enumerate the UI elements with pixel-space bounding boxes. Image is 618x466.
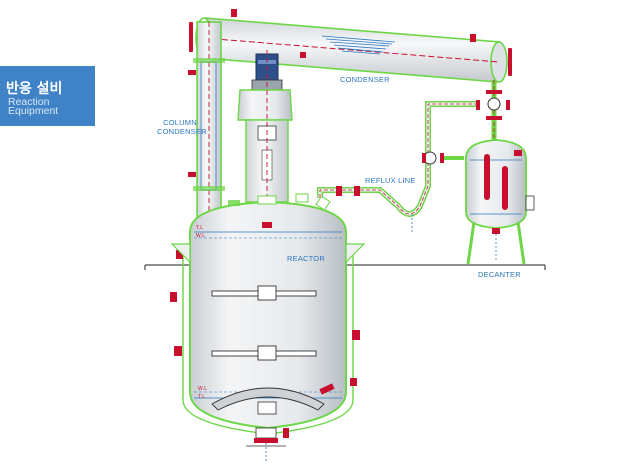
reactor-vessel [170, 193, 366, 462]
badge-subtitle: Reaction Equipment [8, 96, 59, 117]
reactor-side-flanges [170, 222, 360, 386]
reflux-line-pipe [317, 101, 478, 234]
label-reactor: REACTOR [287, 254, 325, 263]
decanter-vessel [465, 139, 535, 265]
impeller-upper [211, 285, 317, 301]
impeller-lower [211, 345, 317, 361]
column-condenser [188, 21, 225, 219]
agitator-drive [237, 50, 293, 400]
label-wl-top: W.L [196, 233, 206, 239]
label-tl-top: T.L [196, 225, 204, 231]
label-condenser: CONDENSER [340, 75, 390, 84]
label-tl-bottom: T.L [198, 394, 206, 400]
horizontal-condenser [189, 9, 512, 83]
section-badge: 반응 설비 Reaction Equipment [0, 66, 95, 126]
label-column-condenser: COLUMN CONDENSER [157, 118, 207, 136]
label-wl-bottom: W.L [198, 386, 208, 392]
label-reflux-line: REFLUX LINE [365, 176, 416, 185]
condenser-baffles [321, 35, 396, 55]
label-decanter: DECANTER [478, 270, 521, 279]
condenser-flanges [189, 9, 512, 76]
condenser-outlet-pipe [476, 80, 510, 142]
badge-title: 반응 설비 [6, 81, 63, 97]
